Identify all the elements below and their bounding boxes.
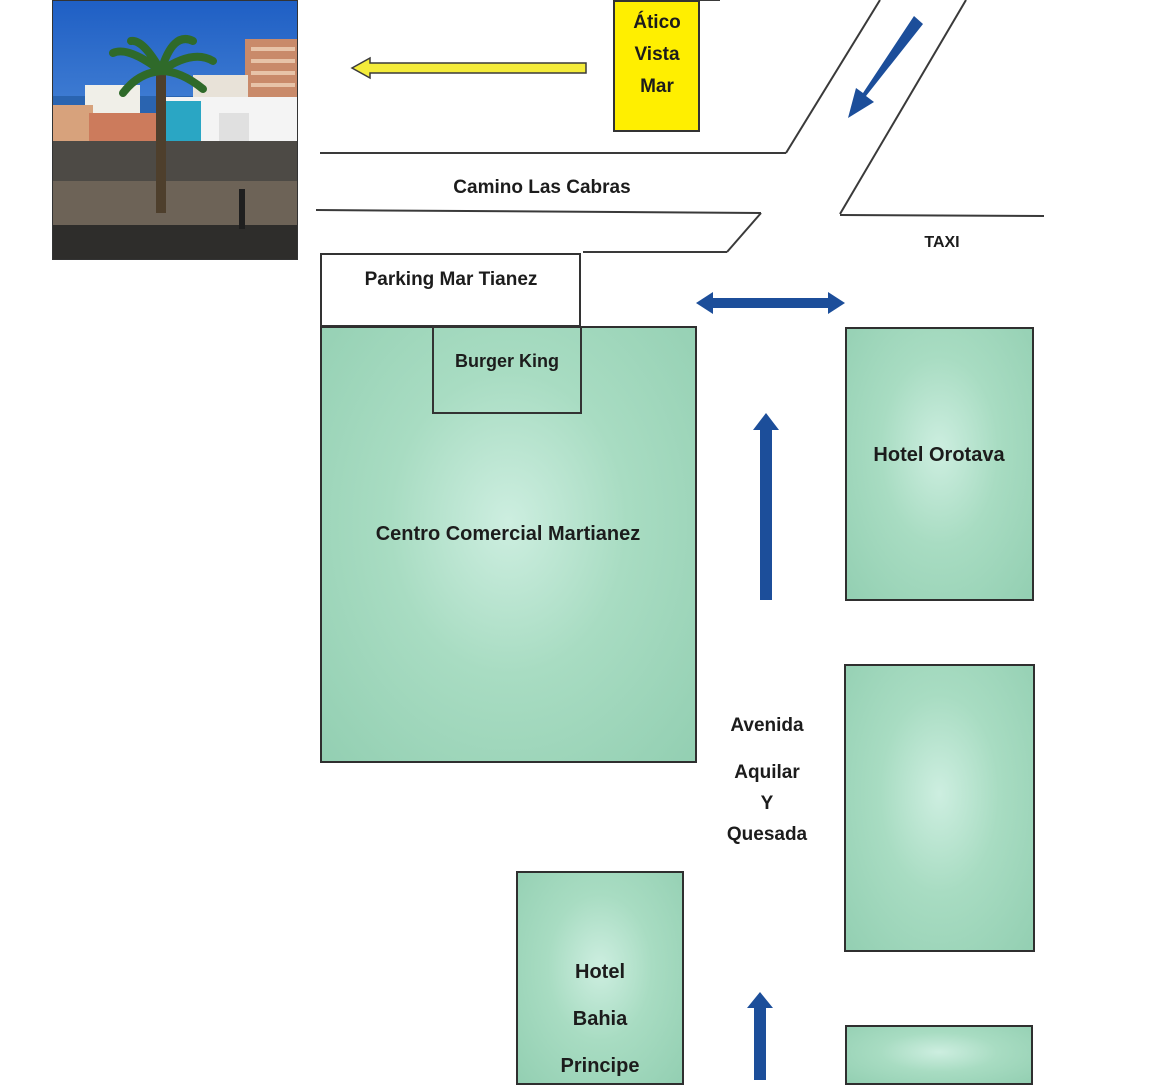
- avenida-label-line4: Quesada: [726, 824, 808, 845]
- camino-las-cabras-label: Camino Las Cabras: [453, 177, 631, 198]
- atico-vista-mar-building: [613, 0, 700, 132]
- building-block-bottom-right: [845, 1025, 1033, 1085]
- arrow-down-left-icon: [848, 16, 923, 118]
- road-line: [785, 0, 881, 154]
- road-line: [839, 214, 1045, 217]
- atico-label-line2: Vista: [634, 44, 680, 65]
- palm-tree-photo-icon: [53, 1, 297, 259]
- taxi-label: TAXI: [924, 234, 960, 251]
- arrow-left-right-icon: [696, 292, 845, 314]
- hotel-bahia-principe-block: [516, 871, 684, 1085]
- avenida-label-line1: Avenida: [730, 715, 804, 736]
- arrow-up-icon: [747, 992, 773, 1080]
- avenida-label-line2: Aquilar: [734, 762, 800, 783]
- road-line: [839, 0, 967, 215]
- bahia-label-line2: Bahia: [572, 1008, 628, 1030]
- street-photo: [52, 0, 298, 260]
- atico-label-line1: Ático: [633, 12, 681, 33]
- centro-comercial-block: [320, 326, 697, 763]
- bahia-label-line1: Hotel: [575, 961, 625, 983]
- centro-comercial-label: Centro Comercial Martianez: [375, 523, 641, 545]
- building-block-right: [844, 664, 1035, 952]
- road-line: [315, 209, 762, 214]
- burger-king-area: [432, 326, 582, 414]
- hotel-orotava-label: Hotel Orotava: [873, 444, 1005, 466]
- arrow-up-icon: [753, 413, 779, 600]
- road-line: [726, 212, 762, 253]
- hotel-orotava-block: [845, 327, 1034, 601]
- bahia-label-line3: Principe: [560, 1055, 640, 1077]
- arrow-left-icon: [350, 56, 587, 80]
- avenida-label-line3: Y: [760, 793, 774, 814]
- atico-label-line3: Mar: [640, 76, 674, 97]
- burger-king-label: Burger King: [454, 351, 560, 371]
- parking-label: Parking Mar Tianez: [364, 269, 538, 290]
